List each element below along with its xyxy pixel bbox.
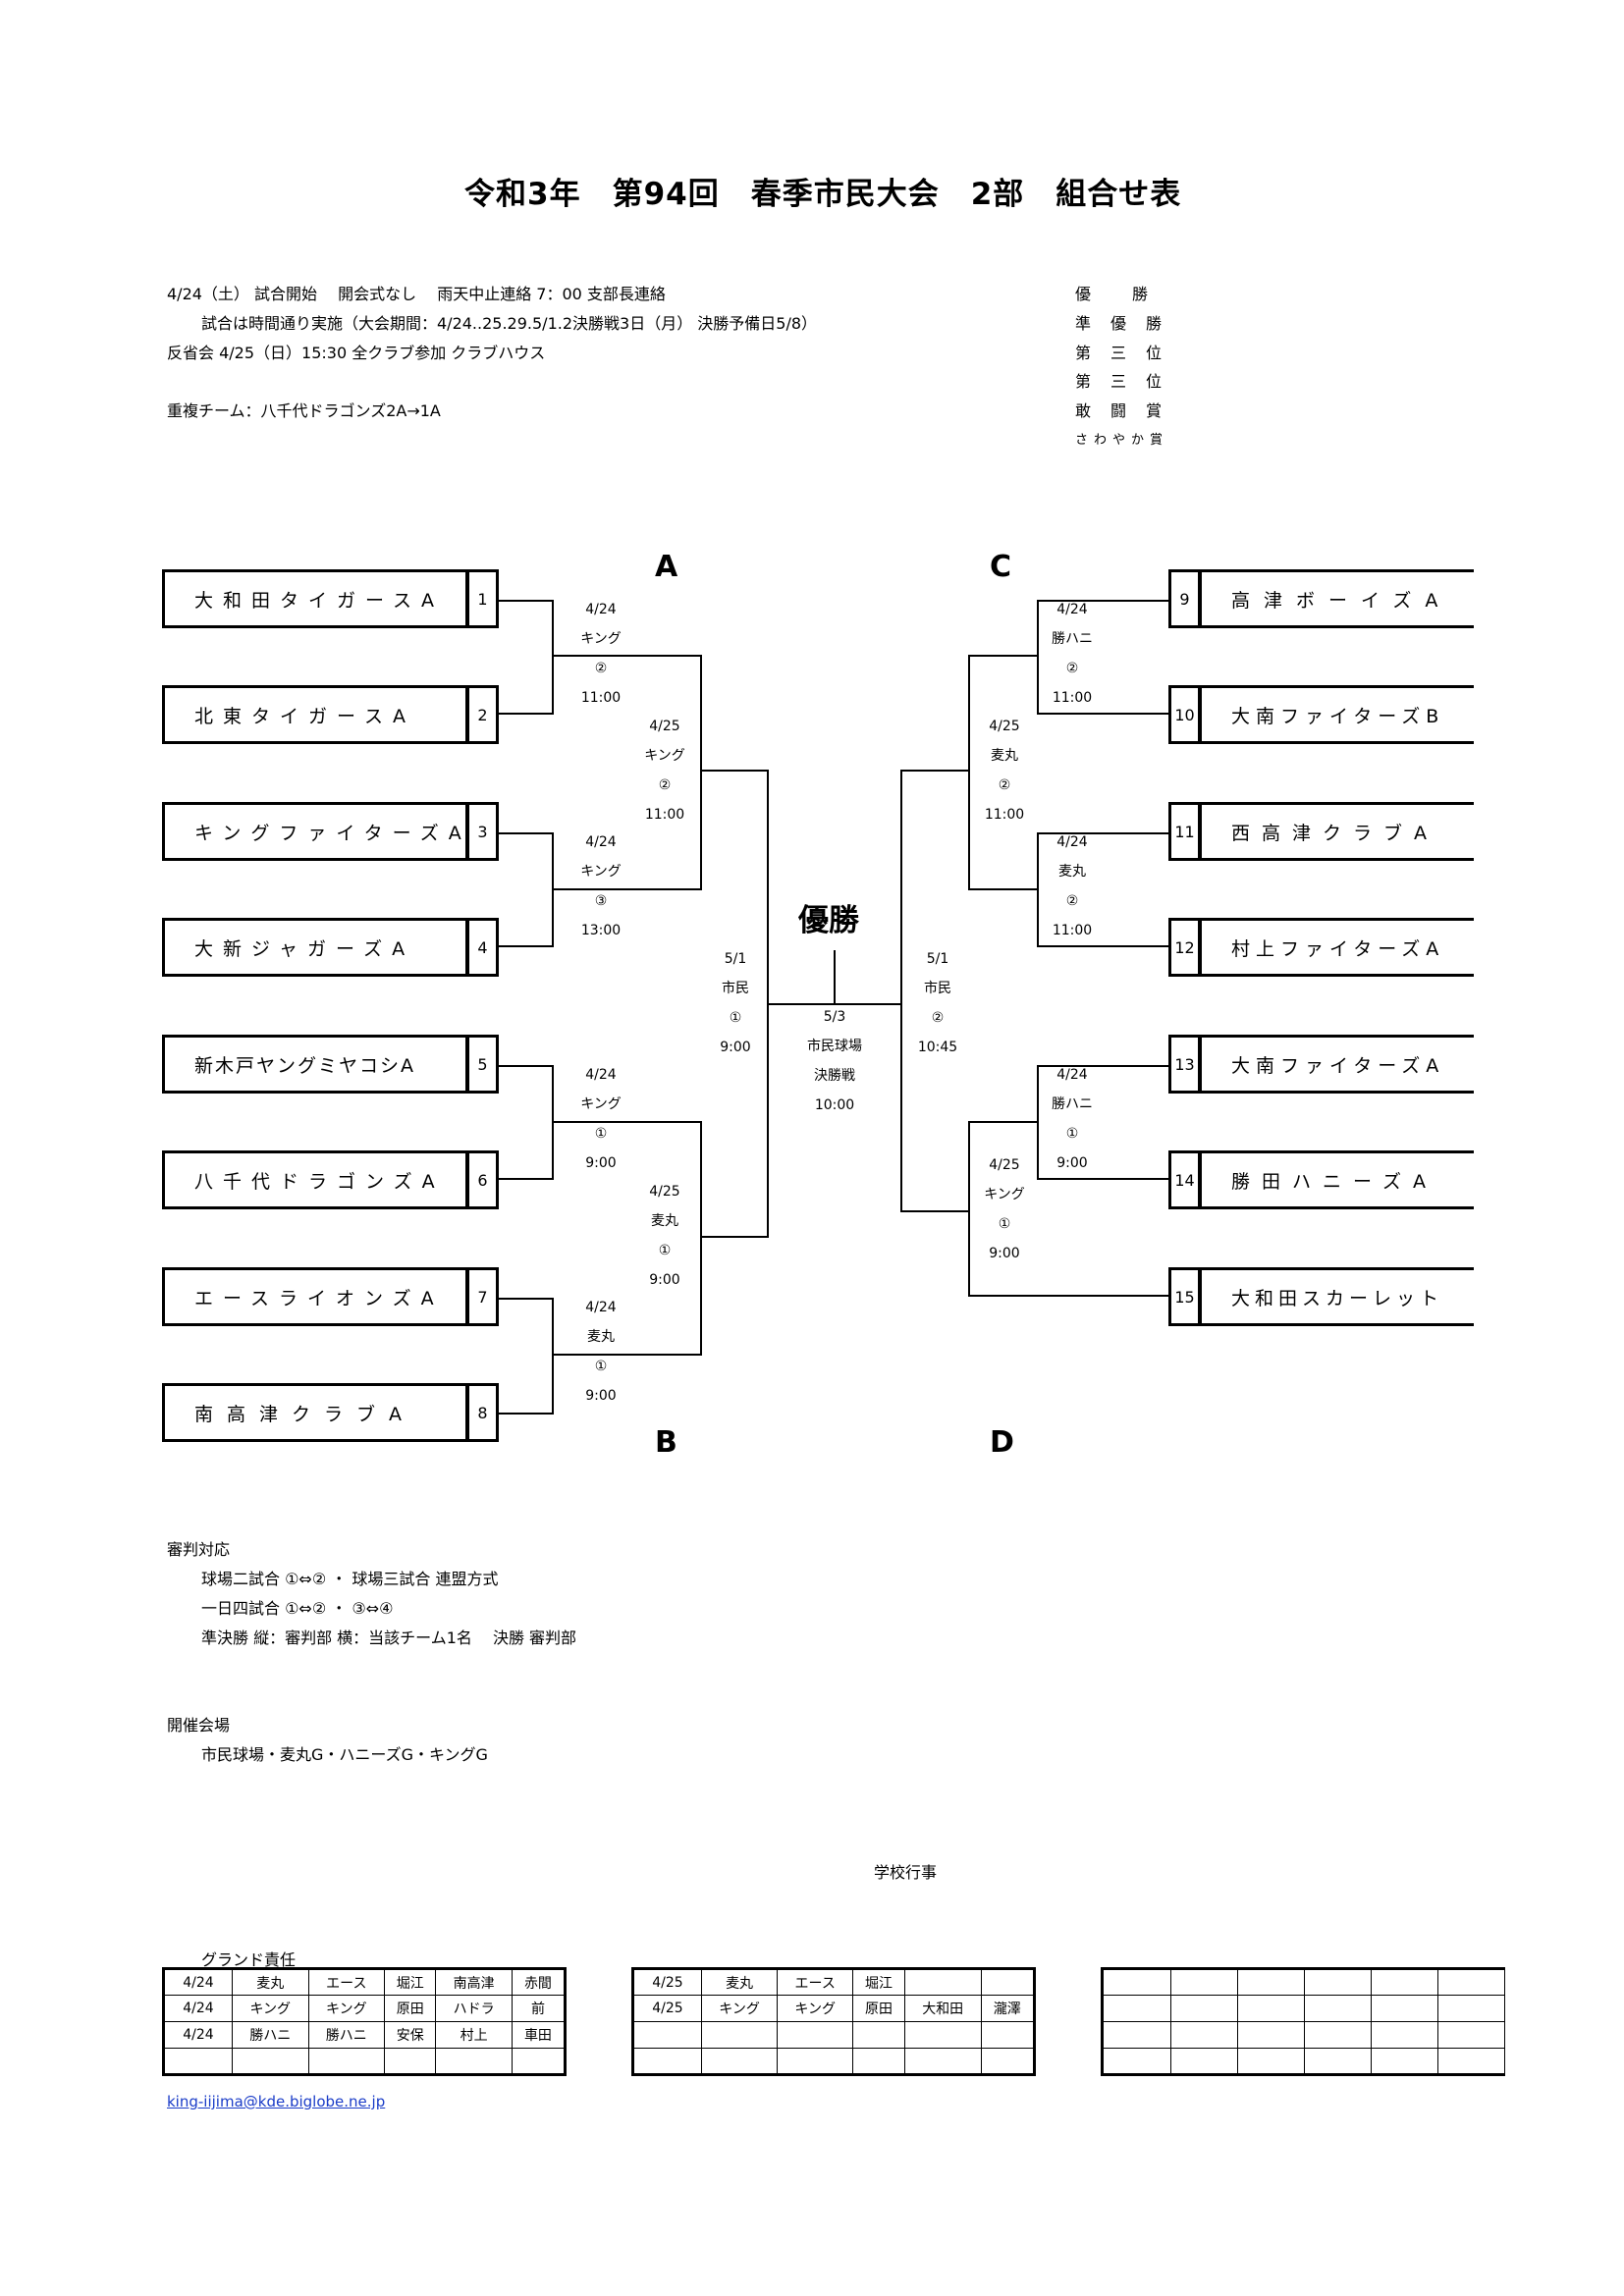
team-right-14: 勝田ハニーズA — [1199, 1150, 1474, 1209]
team-right-11: 西高津クラブA — [1199, 802, 1474, 861]
team-number-1: 1 — [466, 569, 499, 628]
team-left-6: 八千代ドラゴンズA — [162, 1150, 468, 1209]
award-champion: 優勝 — [1075, 285, 1190, 303]
award-sportsmanship: さわやか賞 — [1075, 433, 1169, 448]
team-number-12: 12 — [1168, 918, 1201, 977]
champion-label: 優勝 — [798, 903, 859, 938]
table-row — [163, 2048, 567, 2075]
team-left-5: 新木戸ヤングミヤコシA — [162, 1035, 468, 1094]
team-number-4: 4 — [466, 918, 499, 977]
group-label-c: C — [990, 550, 1012, 584]
team-number-5: 5 — [466, 1035, 499, 1094]
school-events-label: 学校行事 — [874, 1863, 938, 1882]
team-left-8: 南高津クラブA — [162, 1383, 468, 1442]
award-third-2: 第三位 — [1075, 372, 1182, 391]
table-row — [1102, 2048, 1505, 2075]
table-row — [1102, 1995, 1505, 2022]
umpire-line-3: 準決勝 縦：審判部 横：当該チーム1名 決勝 審判部 — [201, 1629, 577, 1647]
umpire-heading: 審判対応 — [167, 1540, 231, 1559]
team-number-11: 11 — [1168, 802, 1201, 861]
team-number-3: 3 — [466, 802, 499, 861]
team-left-3: キングファイターズA — [162, 802, 468, 861]
award-fighting-spirit: 敢闘賞 — [1075, 401, 1182, 420]
award-runner-up: 準優勝 — [1075, 314, 1182, 333]
team-right-13: 大南ファイターズA — [1199, 1035, 1474, 1094]
group-label-b: B — [655, 1425, 677, 1460]
note-line-1: 4/24（土） 試合開始 開会式なし 雨天中止連絡 7：00 支部長連絡 — [167, 285, 666, 303]
team-left-2: 北東タイガースA — [162, 685, 468, 744]
ground-table-3 — [1101, 1967, 1505, 2076]
table-row — [1102, 2021, 1505, 2049]
award-third-1: 第三位 — [1075, 344, 1182, 362]
team-right-10: 大南ファイターズB — [1199, 685, 1474, 744]
note-line-2: 試合は時間通り実施（大会期間：4/24..25.29.5/1.2決勝戦3日（月）… — [201, 314, 818, 333]
team-number-15: 15 — [1168, 1267, 1201, 1326]
venue-heading: 開催会場 — [167, 1716, 231, 1735]
team-number-6: 6 — [466, 1150, 499, 1209]
table-row — [632, 2048, 1036, 2075]
team-right-9: 高津ボーイズA — [1199, 569, 1474, 628]
venue-text: 市民球場・麦丸G・ハニーズG・キングG — [201, 1745, 488, 1764]
contact-email-link[interactable]: king-iijima@kde.biglobe.ne.jp — [167, 2093, 386, 2110]
team-number-7: 7 — [466, 1267, 499, 1326]
page-title: 令和3年 第94回 春季市民大会 2部 組合せ表 — [464, 177, 1182, 212]
team-number-8: 8 — [466, 1383, 499, 1442]
table-row — [1102, 1968, 1505, 1996]
note-line-4: 重複チーム：八千代ドラゴンズ2A→1A — [167, 401, 441, 420]
table-row — [632, 2021, 1036, 2049]
team-number-13: 13 — [1168, 1035, 1201, 1094]
group-label-d: D — [990, 1425, 1014, 1460]
group-label-a: A — [655, 550, 678, 584]
umpire-line-2: 一日四試合 ①⇔② ・ ③⇔④ — [201, 1599, 394, 1618]
umpire-line-1: 球場二試合 ①⇔② ・ 球場三試合 連盟方式 — [201, 1570, 499, 1588]
team-right-12: 村上ファイターズA — [1199, 918, 1474, 977]
ground-heading: グランド責任 — [201, 1950, 297, 1969]
note-line-3: 反省会 4/25（日）15:30 全クラブ参加 クラブハウス — [167, 344, 546, 362]
team-number-9: 9 — [1168, 569, 1201, 628]
team-left-4: 大新ジャガーズA — [162, 918, 468, 977]
team-number-14: 14 — [1168, 1150, 1201, 1209]
team-number-10: 10 — [1168, 685, 1201, 744]
team-number-2: 2 — [466, 685, 499, 744]
team-left-1: 大和田タイガースA — [162, 569, 468, 628]
team-right-15: 大和田スカーレット — [1199, 1267, 1474, 1326]
team-left-7: エースライオンズA — [162, 1267, 468, 1326]
